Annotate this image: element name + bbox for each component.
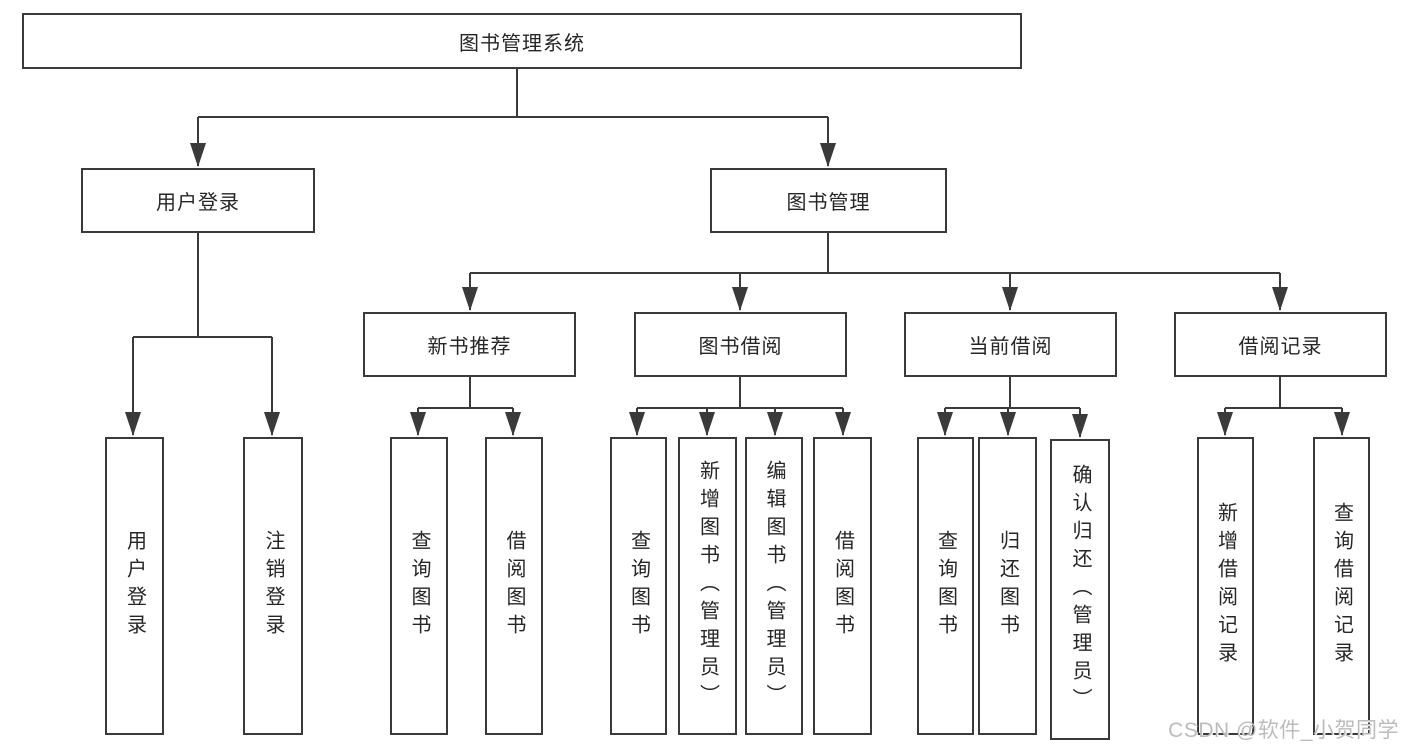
node-book-management: 图书管理 — [710, 168, 947, 233]
node-user-login: 用户登录 — [81, 168, 315, 233]
node-borrow-records: 借阅记录 — [1174, 312, 1387, 377]
leaf-records-query-record: 查询借阅记录 — [1313, 437, 1370, 735]
leaf-user-login: 用户登录 — [105, 437, 164, 735]
leaf-borrow-borrow-books: 借阅图书 — [813, 437, 872, 735]
node-label: 当前借阅 — [968, 336, 1053, 358]
node-system-root: 图书管理系统 — [22, 13, 1022, 69]
connector-root-children — [198, 68, 828, 118]
connector-login-children — [133, 232, 272, 338]
leaf-borrow-add-books-admin: 新增图书（管理员） — [678, 437, 737, 735]
node-label: 图书管理系统 — [459, 32, 585, 55]
node-label: 借阅记录 — [1238, 336, 1323, 358]
node-label: 用户登录 — [123, 530, 146, 642]
node-label: 用户登录 — [156, 192, 240, 214]
connector-recommend-children — [418, 376, 513, 409]
csdn-watermark: CSDN @软件_小贺同学 — [1168, 719, 1399, 742]
node-label: 查询借阅记录 — [1330, 502, 1353, 670]
node-label: 新增图书（管理员） — [696, 460, 719, 712]
node-label: 编辑图书（管理员） — [763, 460, 785, 712]
connector-records-children — [1225, 376, 1342, 409]
leaf-recommend-query-books: 查询图书 — [390, 437, 448, 735]
node-label: 查询图书 — [627, 530, 650, 642]
leaf-logout: 注销登录 — [243, 437, 303, 735]
leaf-recommend-borrow-books: 借阅图书 — [485, 437, 543, 735]
leaf-records-add-record: 新增借阅记录 — [1197, 437, 1254, 735]
leaf-borrow-edit-books-admin: 编辑图书（管理员） — [745, 437, 803, 735]
leaf-current-confirm-return-admin: 确认归还（管理员） — [1050, 439, 1110, 740]
connector-borrow-children — [637, 376, 843, 409]
node-label: 借阅图书 — [503, 530, 525, 642]
node-label: 新增借阅记录 — [1214, 502, 1237, 670]
node-label: 新书推荐 — [427, 336, 512, 358]
leaf-current-query-books: 查询图书 — [917, 437, 974, 735]
connector-manage-children — [470, 232, 1280, 274]
node-label: 确认归还（管理员） — [1069, 463, 1091, 716]
node-label: 注销登录 — [262, 530, 284, 642]
node-new-book-recommend: 新书推荐 — [363, 312, 576, 377]
node-book-borrow: 图书借阅 — [634, 312, 847, 377]
connector-current-children — [945, 376, 1080, 409]
node-label: 查询图书 — [408, 530, 430, 642]
leaf-borrow-query-books: 查询图书 — [610, 437, 667, 735]
node-current-borrow: 当前借阅 — [904, 312, 1117, 377]
leaf-current-return-books: 归还图书 — [978, 437, 1037, 735]
node-label: 借阅图书 — [831, 530, 854, 642]
node-label: 图书管理 — [786, 192, 871, 214]
node-label: 查询图书 — [934, 530, 957, 642]
node-label: 归还图书 — [996, 530, 1019, 642]
node-label: 图书借阅 — [698, 336, 783, 358]
